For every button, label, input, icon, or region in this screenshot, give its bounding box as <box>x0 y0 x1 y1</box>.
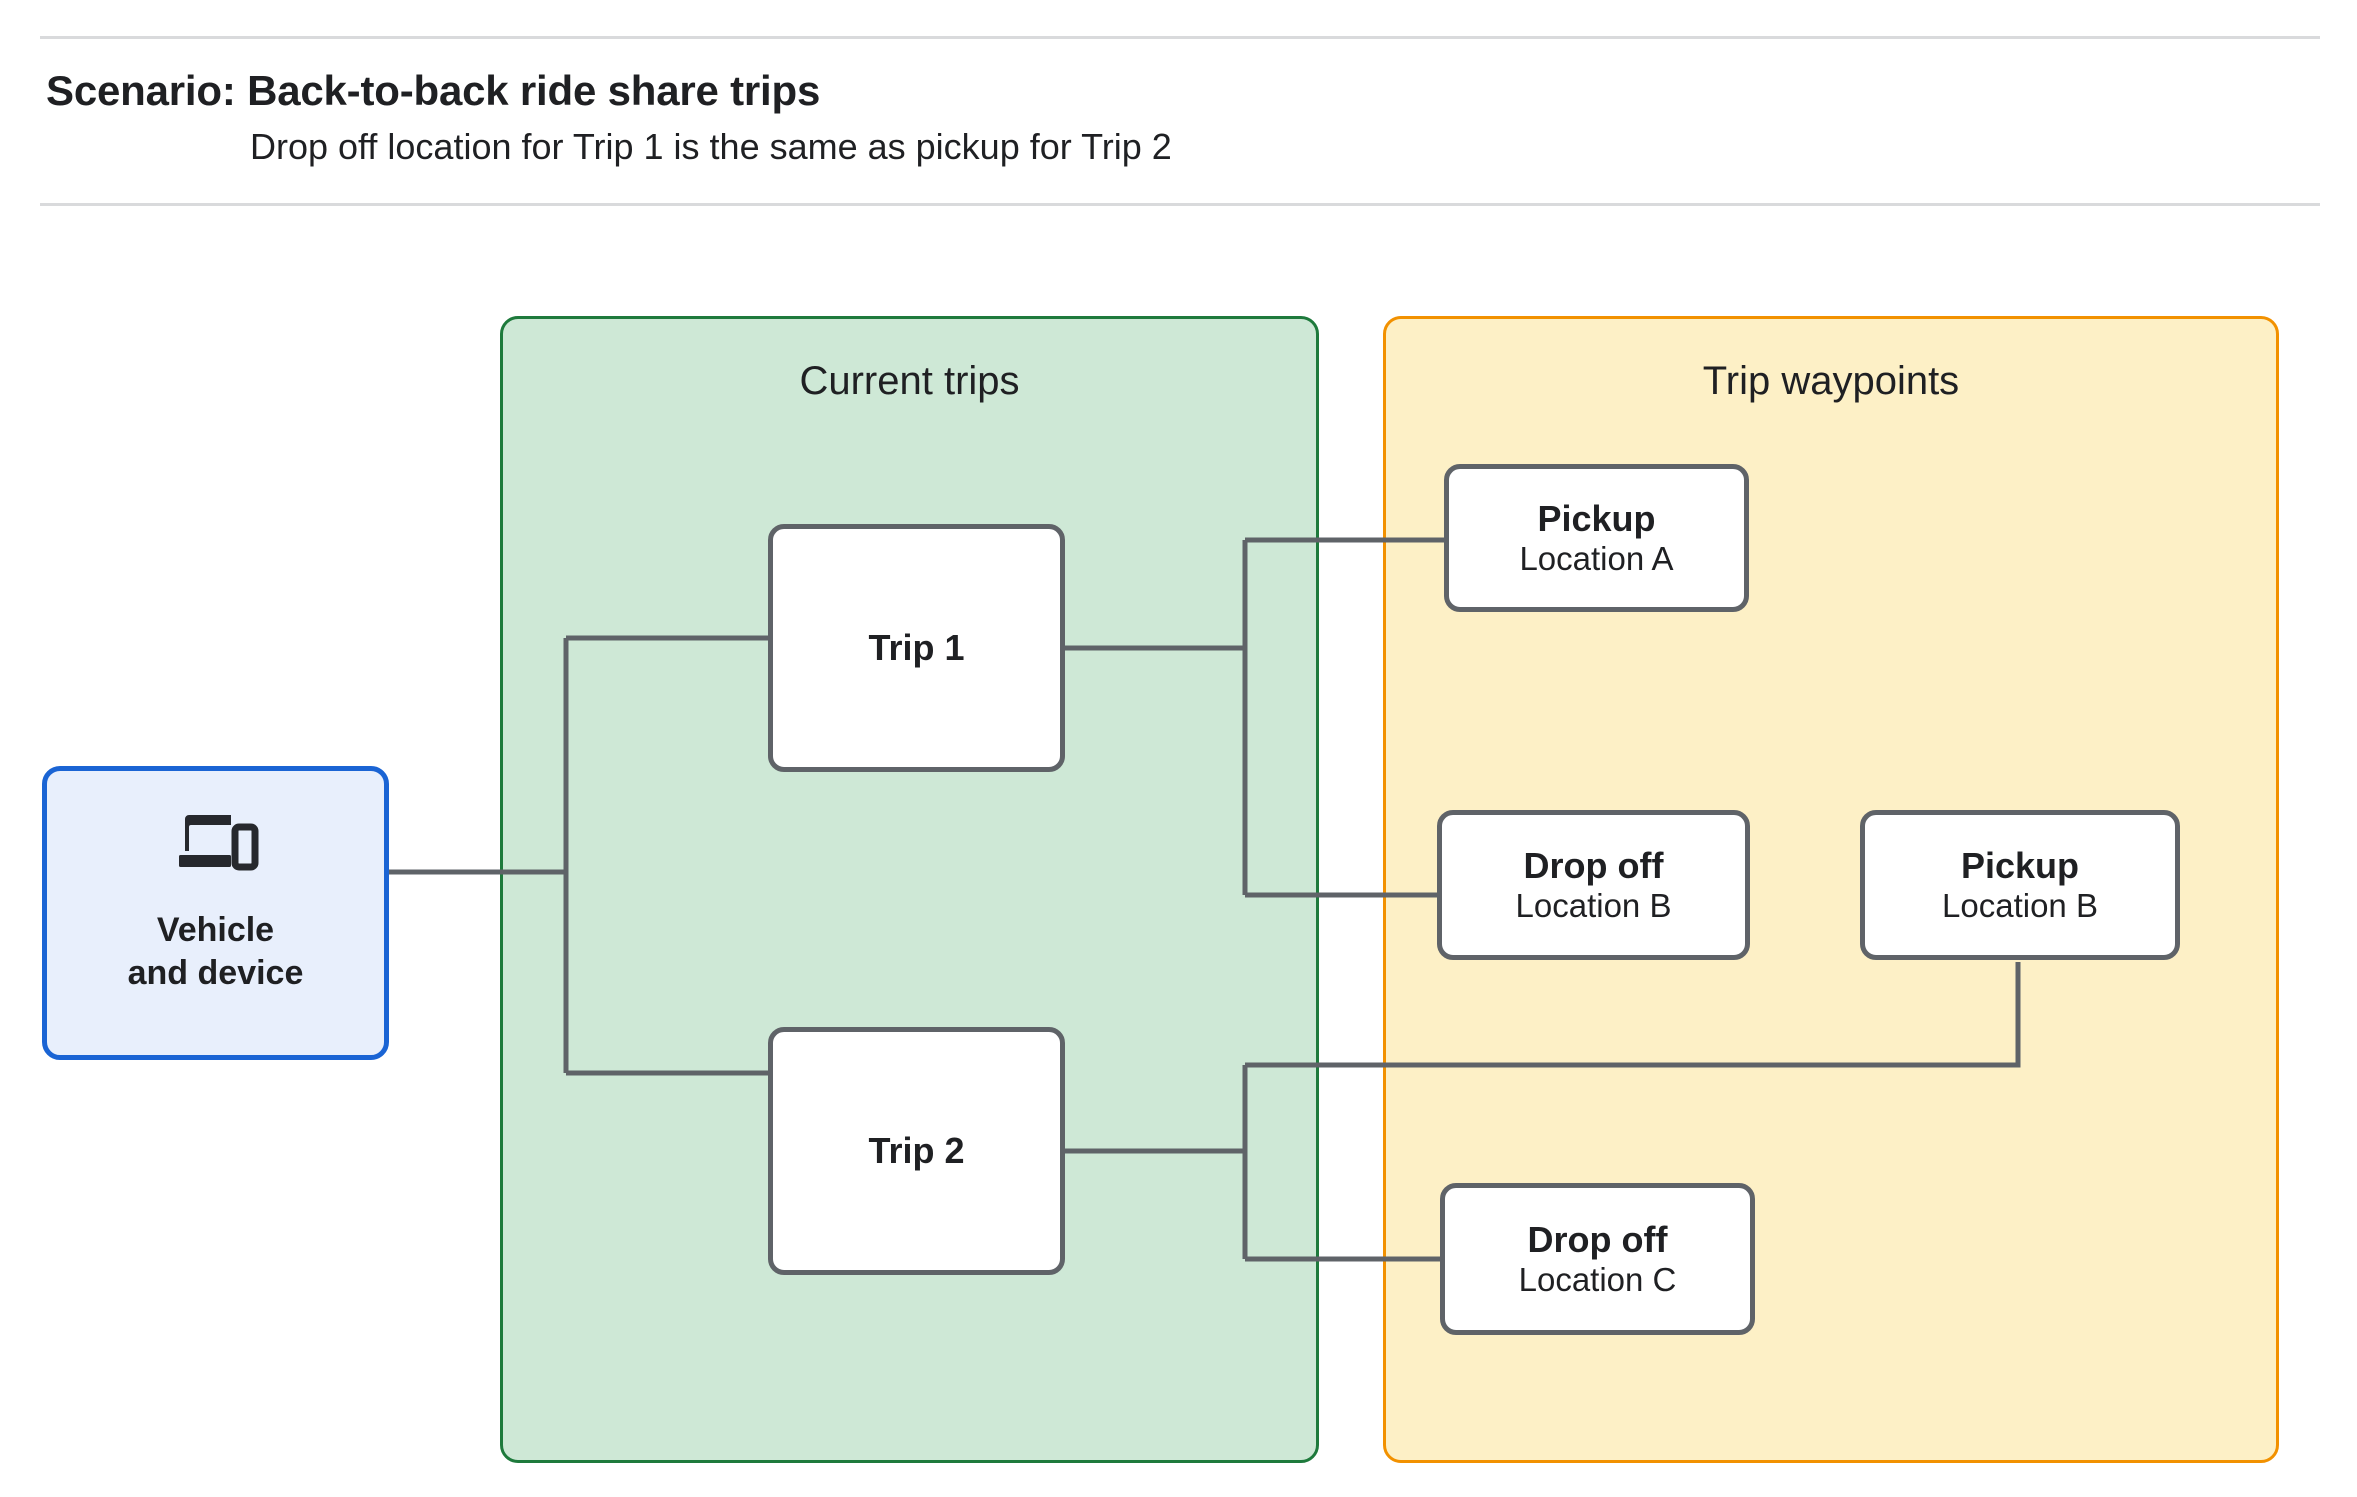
node-dropoff-c-title: Drop off <box>1527 1218 1668 1260</box>
header-divider-bottom <box>40 203 2320 206</box>
node-pickup-location-a[interactable]: Pickup Location A <box>1444 464 1749 612</box>
node-pickup-location-b[interactable]: Pickup Location B <box>1860 810 2180 960</box>
devices-icon <box>178 815 258 871</box>
group-current-trips-label: Current trips <box>799 359 1020 403</box>
node-trip-1[interactable]: Trip 1 <box>768 524 1065 772</box>
page-subtitle: Drop off location for Trip 1 is the same… <box>250 126 1172 167</box>
node-trip-2[interactable]: Trip 2 <box>768 1027 1065 1275</box>
node-pickup-b-title: Pickup <box>1960 844 2080 886</box>
node-dropoff-location-b[interactable]: Drop off Location B <box>1437 810 1750 960</box>
node-vehicle-and-device[interactable]: Vehicle and device <box>42 766 389 1060</box>
group-trip-waypoints-label: Trip waypoints <box>1702 359 1960 403</box>
node-pickup-a-title: Pickup <box>1537 497 1656 539</box>
page-title: Scenario: Back-to-back ride share trips <box>46 67 821 114</box>
header-divider-top <box>40 36 2320 39</box>
node-trip-1-label: Trip 1 <box>868 627 965 669</box>
node-dropoff-b-sub: Location B <box>1515 886 1672 924</box>
node-dropoff-c-sub: Location C <box>1518 1260 1677 1298</box>
node-vehicle-label: Vehicle and device <box>127 911 304 992</box>
node-pickup-a-sub: Location A <box>1519 539 1674 577</box>
node-trip-2-label: Trip 2 <box>868 1130 965 1172</box>
node-dropoff-location-c[interactable]: Drop off Location C <box>1440 1183 1755 1335</box>
group-current-trips: Current trips <box>500 316 1319 1463</box>
node-pickup-b-sub: Location B <box>1942 886 2098 924</box>
node-dropoff-b-title: Drop off <box>1523 844 1664 886</box>
